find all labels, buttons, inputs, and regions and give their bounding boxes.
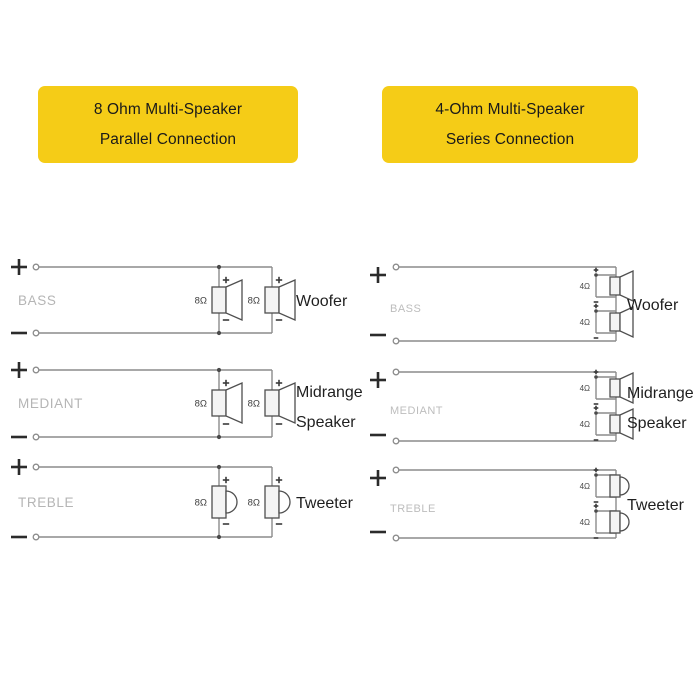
driver-label: Woofer	[627, 297, 679, 314]
terminal-positive[interactable]	[32, 263, 40, 271]
speaker-node-2	[594, 309, 598, 313]
junction-node-bottom	[216, 534, 222, 540]
band-label: TREBLE	[18, 495, 74, 510]
tweeter-symbol-2-body	[609, 510, 621, 534]
impedance-label-2: 8Ω	[248, 399, 260, 410]
terminal-positive[interactable]	[392, 368, 400, 376]
terminal-positive[interactable]	[392, 466, 400, 474]
impedance-label-2: 4Ω	[580, 420, 590, 429]
tweeter-symbol-2-dome	[278, 490, 291, 514]
banner-parallel-line1: 8 Ohm Multi-Speaker	[93, 101, 243, 119]
woofer-symbol-2-body	[609, 414, 621, 434]
terminal-positive[interactable]	[392, 263, 400, 271]
impedance-label-2: 4Ω	[580, 518, 590, 527]
banner-series-title: 4-Ohm Multi-Speaker Series Connection	[382, 86, 638, 163]
impedance-label-1: 4Ω	[580, 482, 590, 491]
driver-label: Tweeter	[627, 497, 685, 514]
impedance-label-2: 8Ω	[248, 296, 260, 307]
banner-parallel-line2: Parallel Connection	[99, 130, 237, 148]
impedance-label-2: 4Ω	[580, 318, 590, 327]
tweeter-symbol-1-body	[609, 474, 621, 498]
speaker-node-2	[594, 509, 598, 513]
band-label: MEDIANT	[18, 396, 83, 411]
driver-label: Woofer	[296, 293, 348, 310]
woofer-symbol-1-body	[609, 378, 621, 398]
tweeter-symbol-1-body	[211, 485, 227, 519]
tweeter-symbol-1-dome	[619, 476, 630, 496]
impedance-label-1: 8Ω	[195, 399, 207, 410]
impedance-label-1: 4Ω	[580, 282, 590, 291]
series-row-treble: 4Ω 4Ω TREBLE Tweeter	[370, 466, 685, 542]
banner-series-line2: Series Connection	[445, 130, 575, 148]
woofer-symbol-1-cone	[225, 382, 243, 424]
tweeter-symbol-2-dome	[619, 512, 630, 532]
terminal-negative[interactable]	[392, 437, 400, 445]
driver-label: Midrange	[627, 385, 694, 402]
impedance-label-1: 8Ω	[195, 498, 207, 509]
junction-node-top	[216, 367, 222, 373]
impedance-label-2: 8Ω	[248, 498, 260, 509]
terminal-negative[interactable]	[32, 533, 40, 541]
terminal-negative[interactable]	[32, 433, 40, 441]
woofer-symbol-2-cone	[278, 382, 296, 424]
woofer-symbol-2-body	[264, 286, 280, 314]
band-label: MEDIANT	[390, 405, 443, 417]
woofer-symbol-1-body	[609, 276, 621, 296]
woofer-symbol-1-body	[211, 286, 227, 314]
band-label: TREBLE	[390, 503, 436, 515]
terminal-negative[interactable]	[392, 337, 400, 345]
woofer-symbol-1-cone	[225, 279, 243, 321]
woofer-symbol-1-cone	[619, 269, 634, 303]
woofer-symbol-1-body	[211, 389, 227, 417]
parallel-row-treble: 8Ω 8Ω TREBLE Tweeter	[11, 459, 354, 541]
speaker-node-1	[594, 473, 598, 477]
speaker-node-1	[594, 273, 598, 277]
woofer-symbol-2-cone	[619, 305, 634, 339]
tweeter-symbol-1-dome	[225, 490, 238, 514]
tweeter-symbol-2-body	[264, 485, 280, 519]
junction-node-bottom	[216, 330, 222, 336]
woofer-symbol-2-body	[609, 312, 621, 332]
terminal-negative[interactable]	[32, 329, 40, 337]
series-row-bass: 4Ω 4Ω BASS Woofer	[370, 263, 679, 345]
driver-label-line2: Speaker	[627, 415, 687, 432]
speaker-node-2	[594, 411, 598, 415]
woofer-symbol-1-cone	[619, 371, 634, 405]
driver-label: Tweeter	[296, 495, 354, 512]
impedance-label-1: 8Ω	[195, 296, 207, 307]
woofer-symbol-2-body	[264, 389, 280, 417]
woofer-symbol-2-cone	[619, 407, 634, 441]
impedance-label-1: 4Ω	[580, 384, 590, 393]
junction-node-bottom	[216, 434, 222, 440]
band-label: BASS	[18, 293, 56, 308]
woofer-symbol-2-cone	[278, 279, 296, 321]
banner-parallel-title: 8 Ohm Multi-Speaker Parallel Connection	[38, 86, 298, 163]
junction-node-top	[216, 264, 222, 270]
speaker-node-1	[594, 375, 598, 379]
junction-node-top	[216, 464, 222, 470]
parallel-row-bass: 8Ω 8Ω BASS Woofer	[11, 259, 348, 337]
terminal-positive[interactable]	[32, 366, 40, 374]
driver-label-line2: Speaker	[296, 414, 356, 431]
band-label: BASS	[390, 303, 421, 315]
terminal-positive[interactable]	[32, 463, 40, 471]
terminal-negative[interactable]	[392, 534, 400, 542]
banner-series-line1: 4-Ohm Multi-Speaker	[435, 101, 585, 119]
driver-label: Midrange	[296, 384, 363, 401]
